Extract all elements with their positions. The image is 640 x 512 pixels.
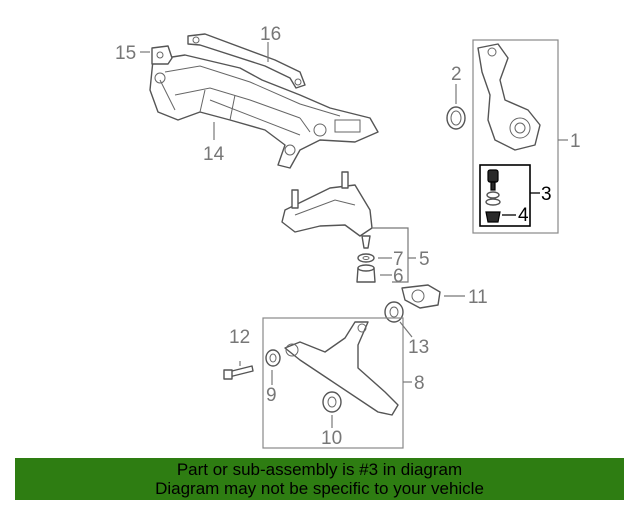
disclaimer-banner: Part or sub-assembly is #3 in diagram Di… (15, 458, 624, 500)
ball-joint-boot-part[interactable] (485, 211, 501, 223)
lower-rear-bushing-part[interactable] (322, 391, 342, 413)
lower-arm-box (262, 317, 404, 449)
lower-control-arm-part[interactable] (284, 321, 399, 416)
compliance-bushing-part[interactable] (401, 284, 441, 309)
callout-16: 16 (260, 24, 281, 45)
banner-line-2: Diagram may not be specific to your vehi… (155, 479, 484, 498)
callout-11: 11 (468, 287, 488, 308)
callout-9: 9 (266, 385, 277, 406)
callout-12: 12 (229, 327, 250, 348)
steering-knuckle-part[interactable] (477, 43, 541, 151)
subframe-part[interactable] (149, 54, 379, 169)
callout-8: 8 (414, 373, 425, 394)
washer-part[interactable] (357, 253, 375, 263)
upper-bushing-part[interactable] (356, 264, 376, 283)
ball-joint-part[interactable] (485, 169, 501, 206)
arm-bushing-part[interactable] (384, 301, 404, 323)
callout-4: 4 (518, 205, 529, 226)
callout-2: 2 (451, 64, 462, 85)
seal-part[interactable] (446, 106, 466, 130)
callout-6: 6 (393, 266, 404, 287)
leader-lines (140, 42, 568, 428)
bolt-part[interactable] (223, 365, 254, 380)
brace-bar-part[interactable] (187, 33, 306, 89)
upper-control-arm-part[interactable] (281, 171, 373, 249)
knuckle-assembly-box (472, 39, 559, 234)
callout-5: 5 (419, 249, 430, 270)
banner-line-1: Part or sub-assembly is #3 in diagram (176, 460, 463, 479)
callout-10: 10 (321, 428, 342, 449)
callout-14: 14 (203, 144, 225, 165)
callout-13: 13 (408, 337, 429, 358)
lower-front-bushing-part[interactable] (265, 349, 281, 367)
mount-bracket-part[interactable] (151, 45, 173, 65)
callout-15: 15 (115, 43, 136, 64)
callout-3: 3 (541, 184, 552, 205)
ball-joint-box (479, 164, 531, 227)
callout-1: 1 (570, 131, 581, 152)
callout-7: 7 (393, 249, 404, 270)
